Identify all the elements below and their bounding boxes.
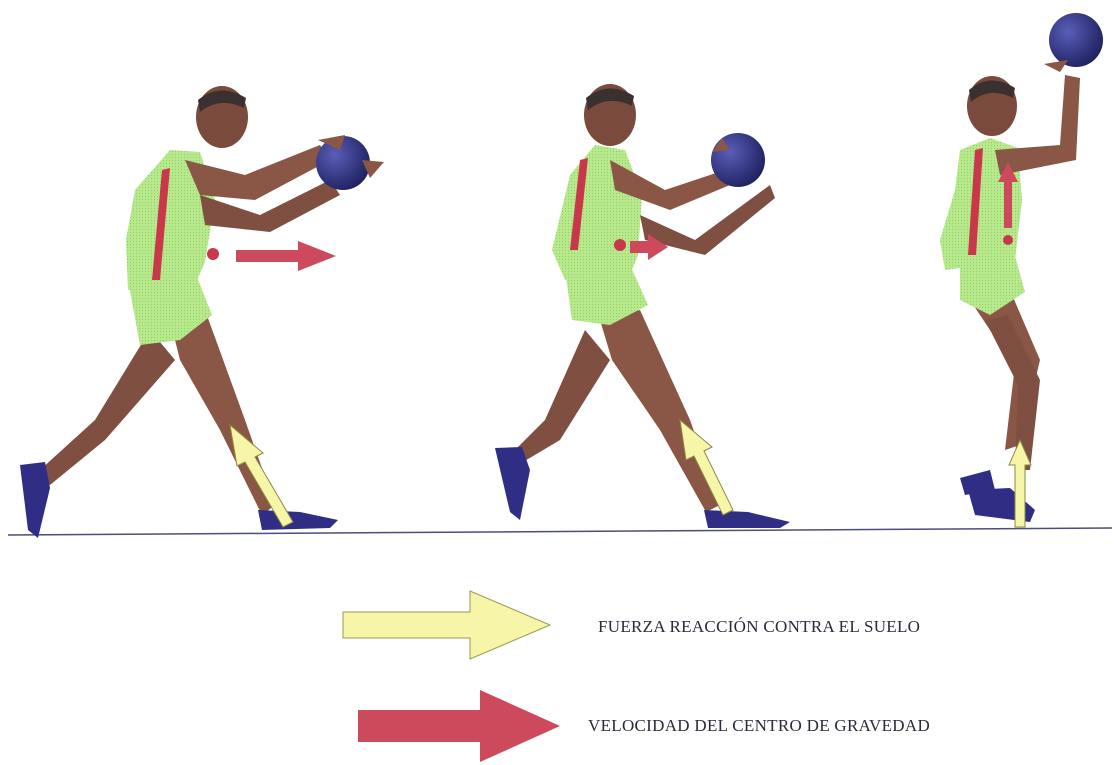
legend-reaction-force-arrow [343, 591, 550, 659]
cog-marker-2 [614, 239, 626, 251]
cog-velocity-arrow-1 [236, 241, 336, 271]
legend-cog-velocity-label: VELOCIDAD DEL CENTRO DE GRAVEDAD [588, 716, 930, 736]
cog-marker-3 [1003, 235, 1013, 245]
figure-2-pass-mid [495, 84, 790, 528]
legend-cog-velocity-arrow [358, 690, 560, 762]
figure-1-pass-start [20, 86, 384, 538]
cog-marker-1 [207, 248, 219, 260]
ball-3 [1049, 13, 1103, 67]
legend-reaction-force-label: FUERZA REACCIÓN CONTRA EL SUELO [598, 617, 920, 637]
ground-line [8, 528, 1112, 535]
ball-1 [316, 136, 370, 190]
ball-2 [711, 133, 765, 187]
